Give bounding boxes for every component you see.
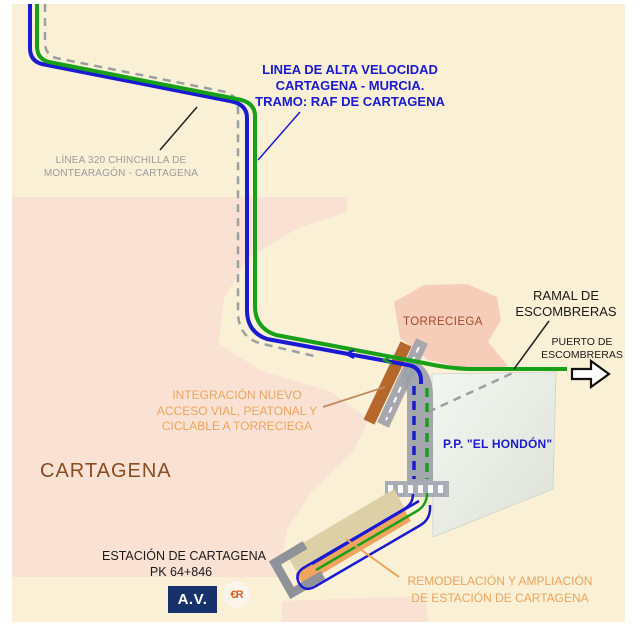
label-line: CARTAGENA - MURCIA. xyxy=(275,78,425,93)
estacion-pk-label: PK 64+846 xyxy=(149,565,213,579)
label-line: MONTEARAGÓN - CARTAGENA xyxy=(43,168,199,179)
high-speed-leader xyxy=(257,111,301,161)
label-line: ESCOMBRERAS xyxy=(541,348,623,361)
label-line: TRAMO: RAF DE CARTAGENA xyxy=(255,94,445,109)
av-badge: A.V. xyxy=(168,586,217,613)
station-platform-tan xyxy=(286,489,404,571)
linea-320-track-branch xyxy=(427,369,518,414)
label-line: ESCOMBRERAS xyxy=(515,303,617,319)
station-green-track xyxy=(315,492,429,572)
el-hondon-label: P.P. "EL HONDÓN" xyxy=(443,437,553,451)
ramal-leader xyxy=(513,320,550,370)
integracion-leader xyxy=(322,386,386,408)
linea-320-label: LÍNEA 320 CHINCHILLA DE MONTEARAGÓN - CA… xyxy=(44,154,198,180)
av-badge-text: A.V. xyxy=(177,591,208,608)
label-line: CICLABLE A TORRECIEGA xyxy=(161,419,313,433)
label-line: ACCESO VIAL, PEATONAL Y xyxy=(156,403,318,418)
green-direction-arrow-icon xyxy=(381,355,393,365)
label-line: PUERTO DE xyxy=(551,336,613,348)
right-arrow-icon xyxy=(570,358,611,390)
label-line: LÍNEA 320 CHINCHILLA DE xyxy=(55,155,187,166)
label-line: INTEGRACIÓN NUEVO xyxy=(172,388,302,402)
cartagena-urban-area xyxy=(12,197,369,577)
station-corridor xyxy=(399,357,433,481)
label-line: REMODELACIÓN Y AMPLIACIÓN xyxy=(407,574,593,588)
blue-direction-arrow-icon xyxy=(343,349,355,359)
linea320-leader xyxy=(159,106,198,151)
remodelacion-leader xyxy=(345,538,400,578)
ramal-escombreras-label: RAMAL DE ESCOMBRERAS xyxy=(515,288,616,319)
ramal-escombreras-track xyxy=(35,4,567,371)
operator-logo-text: €R xyxy=(230,588,243,601)
station-blue-track-2 xyxy=(311,499,420,566)
label-line: RAMAL DE xyxy=(533,288,599,303)
operator-logo-icon: €R xyxy=(223,581,250,608)
remodelacion-label: REMODELACIÓN Y AMPLIACIÓN DE ESTACIÓN DE… xyxy=(408,573,593,606)
torreciega-label: TORRECIEGA xyxy=(403,316,483,328)
puerto-escombreras-label: PUERTO DE ESCOMBRERAS xyxy=(541,336,623,361)
high-speed-line-label: LINEA DE ALTA VELOCIDAD CARTAGENA - MURC… xyxy=(255,62,445,110)
high-speed-line-track xyxy=(28,4,423,384)
cartagena-label: CARTAGENA xyxy=(40,460,172,482)
label-line: DE ESTACIÓN DE CARTAGENA xyxy=(411,590,589,605)
integracion-label: INTEGRACIÓN NUEVO ACCESO VIAL, PEATONAL … xyxy=(157,388,317,435)
station-terminal-bracket xyxy=(268,541,326,600)
estacion-name-label: ESTACIÓN DE CARTAGENA xyxy=(102,549,266,563)
urban-area-bottom xyxy=(282,596,428,622)
label-line: LINEA DE ALTA VELOCIDAD xyxy=(262,62,438,77)
